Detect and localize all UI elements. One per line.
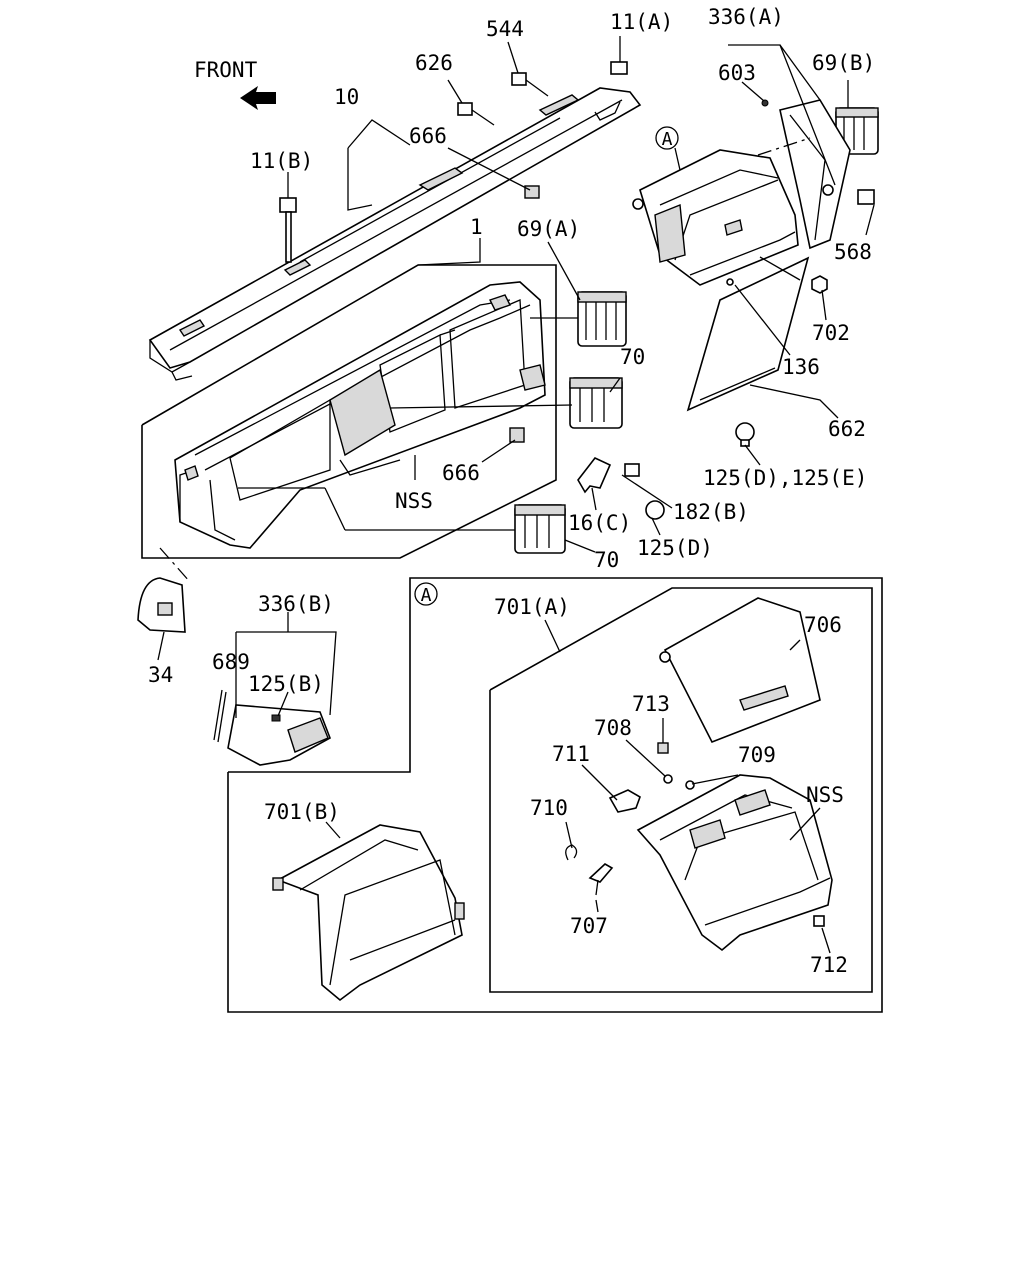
front-label: FRONT bbox=[194, 58, 258, 82]
detail-frame-a bbox=[227, 577, 883, 1013]
callout-34: 34 bbox=[148, 663, 173, 687]
callout-712: 712 bbox=[810, 953, 848, 977]
air-vent-70-upper bbox=[569, 377, 623, 429]
callout-706: 706 bbox=[804, 613, 842, 637]
svg-text:A: A bbox=[662, 129, 673, 150]
callout-336b: 336(B) bbox=[258, 592, 334, 616]
callout-11a: 11(A) bbox=[610, 10, 673, 34]
callout-16c: 16(C) bbox=[568, 511, 631, 535]
air-vent-69a bbox=[577, 291, 627, 347]
callout-336a: 336(A) bbox=[708, 5, 784, 29]
callout-662: 662 bbox=[828, 417, 866, 441]
knee-pad-34 bbox=[137, 577, 186, 633]
callout-707: 707 bbox=[570, 914, 608, 938]
callout-labels: 544 11(A) 336(A) 626 603 69(B) 10 666 11… bbox=[148, 5, 875, 977]
leader-lines-detail bbox=[325, 619, 831, 954]
dash-upper-cover bbox=[148, 87, 642, 381]
callout-709: 709 bbox=[738, 743, 776, 767]
callout-702: 702 bbox=[812, 321, 850, 345]
callout-666-lower: 666 bbox=[442, 461, 480, 485]
glove-box-nss bbox=[636, 774, 833, 952]
callout-708: 708 bbox=[594, 716, 632, 740]
callout-nss-detail: NSS bbox=[806, 783, 844, 807]
leader-lines-main bbox=[157, 36, 875, 718]
detail-small-parts bbox=[565, 742, 825, 927]
callout-603: 603 bbox=[718, 61, 756, 85]
detail-marker-main: A bbox=[655, 126, 679, 150]
callout-11b: 11(B) bbox=[250, 149, 313, 173]
callout-711: 711 bbox=[552, 742, 590, 766]
callout-70-lower: 70 bbox=[594, 548, 619, 572]
svg-text:A: A bbox=[421, 585, 432, 606]
glove-box-lid-706 bbox=[659, 597, 821, 744]
callout-10: 10 bbox=[334, 85, 359, 109]
callout-69a: 69(A) bbox=[517, 217, 580, 241]
callout-701b: 701(B) bbox=[264, 800, 340, 824]
callout-710: 710 bbox=[530, 796, 568, 820]
callout-182b: 182(B) bbox=[673, 500, 749, 524]
callout-136: 136 bbox=[782, 355, 820, 379]
callout-689: 689 bbox=[212, 650, 250, 674]
detail-inner-frame bbox=[489, 587, 873, 993]
callout-568: 568 bbox=[834, 240, 872, 264]
instrument-panel bbox=[174, 281, 546, 549]
callout-626: 626 bbox=[415, 51, 453, 75]
callout-69b: 69(B) bbox=[812, 51, 875, 75]
glove-box-assembly-upper bbox=[632, 149, 799, 286]
callout-125b: 125(B) bbox=[248, 672, 324, 696]
lower-cover-662 bbox=[686, 256, 810, 412]
callout-701a: 701(A) bbox=[494, 595, 570, 619]
fasteners bbox=[271, 61, 875, 722]
side-panel-336b bbox=[213, 689, 331, 766]
air-vent-70-lower bbox=[514, 504, 566, 554]
front-arrow-icon bbox=[240, 86, 276, 110]
callout-544: 544 bbox=[486, 17, 524, 41]
callout-nss-main: NSS bbox=[395, 489, 433, 513]
callout-666-upper: 666 bbox=[409, 124, 447, 148]
callout-713: 713 bbox=[632, 692, 670, 716]
callout-125d: 125(D) bbox=[637, 536, 713, 560]
callout-125de: 125(D),125(E) bbox=[703, 466, 867, 490]
callout-1: 1 bbox=[470, 215, 483, 239]
callout-70-upper: 70 bbox=[620, 345, 645, 369]
detail-marker-frame: A bbox=[414, 582, 438, 606]
glove-box-701b bbox=[272, 824, 465, 1002]
